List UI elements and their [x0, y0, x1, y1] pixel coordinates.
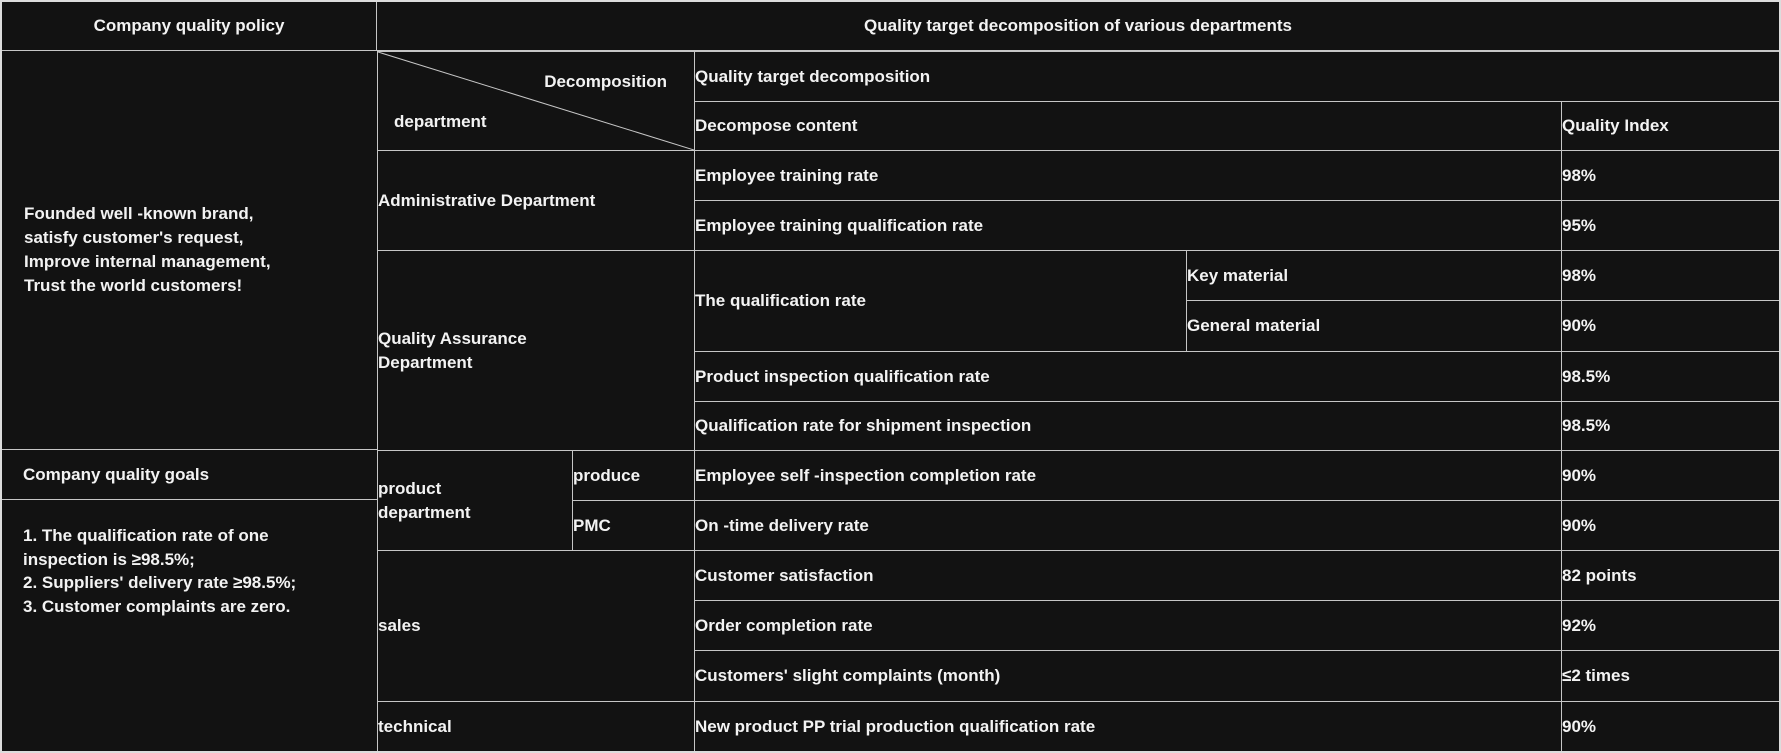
departments-decomposition-header: Quality target decomposition of various …: [377, 2, 1779, 51]
decomposition-matrix: Decomposition department Quality target …: [377, 51, 1779, 751]
content-cell: Customer satisfaction: [694, 550, 1562, 601]
content-cell: Order completion rate: [694, 600, 1562, 651]
subdept-cell-produce: produce: [572, 450, 695, 501]
table-row: Decompose content Quality Index: [378, 101, 1779, 151]
index-cell: ≤2 times: [1561, 650, 1779, 702]
content-cell: Employee training qualification rate: [694, 200, 1562, 251]
content-cell: The qualification rate: [694, 250, 1187, 352]
index-cell: 90%: [1561, 701, 1779, 751]
corner-department-label: department: [394, 112, 487, 131]
content-cell: Customers' slight complaints (month): [694, 650, 1562, 702]
table-row: Order completion rate 92%: [378, 600, 1779, 651]
index-cell: 90%: [1561, 300, 1779, 352]
sub-content-cell: General material: [1186, 300, 1562, 352]
table-row: product department produce Employee self…: [377, 450, 1779, 551]
index-cell: 98.5%: [1561, 351, 1779, 402]
table-row: sales Customer satisfaction 82 points: [377, 550, 1779, 702]
corner-decomposition-label: Decomposition: [544, 72, 667, 91]
table-row: Customers' slight complaints (month) ≤2 …: [378, 650, 1779, 702]
index-cell: 98%: [1561, 150, 1779, 201]
content-cell: On -time delivery rate: [694, 500, 1562, 551]
table-row: Product inspection qualification rate 98…: [378, 351, 1779, 402]
table-body: Founded well -known brand, satisfy custo…: [2, 51, 1779, 751]
company-quality-policy-header: Company quality policy: [2, 2, 377, 51]
corner-cell: Decomposition department: [377, 51, 695, 151]
table-row: Qualification rate for shipment inspecti…: [378, 401, 1779, 451]
subdept-cell-pmc: PMC: [572, 500, 695, 551]
company-quality-goals-title: Company quality goals: [2, 450, 377, 500]
content-cell: Employee training rate: [694, 150, 1562, 201]
quality-target-decomposition-header: Quality target decomposition: [694, 51, 1779, 102]
dept-cell-technical: technical: [377, 701, 695, 751]
content-cell: Product inspection qualification rate: [694, 351, 1562, 402]
index-cell: 98%: [1561, 250, 1779, 301]
left-policy-column: Founded well -known brand, satisfy custo…: [2, 51, 377, 751]
content-cell: Employee self -inspection completion rat…: [694, 450, 1562, 501]
table-row: Quality Assurance Department The qualifi…: [377, 250, 1779, 451]
decompose-content-header: Decompose content: [694, 101, 1562, 151]
table-row: Employee training qualification rate 95%: [378, 200, 1779, 251]
quality-index-header: Quality Index: [1561, 101, 1779, 151]
dept-cell-administrative: Administrative Department: [377, 150, 695, 251]
table-row: General material 90%: [378, 300, 1779, 352]
index-cell: 90%: [1561, 450, 1779, 501]
company-quality-policy-text: Founded well -known brand, satisfy custo…: [2, 51, 377, 450]
index-cell: 92%: [1561, 600, 1779, 651]
index-cell: 98.5%: [1561, 401, 1779, 451]
table-row: Decomposition department Quality target …: [377, 51, 1779, 151]
sub-content-cell: Key material: [1186, 250, 1562, 301]
dept-cell-product: product department: [377, 450, 573, 551]
content-cell: New product PP trial production qualific…: [694, 701, 1562, 751]
table-row: technical New product PP trial productio…: [377, 701, 1779, 751]
index-cell: 82 points: [1561, 550, 1779, 601]
company-quality-goals-text: 1. The qualification rate of one inspect…: [23, 526, 297, 616]
content-cell: Qualification rate for shipment inspecti…: [694, 401, 1562, 451]
dept-cell-quality-assurance: Quality Assurance Department: [377, 250, 695, 451]
top-header-row: Company quality policy Quality target de…: [2, 2, 1779, 51]
dept-cell-sales: sales: [377, 550, 695, 702]
table-row: Administrative Department Employee train…: [377, 150, 1779, 251]
index-cell: 95%: [1561, 200, 1779, 251]
table-row: PMC On -time delivery rate 90%: [378, 500, 1779, 551]
diagonal-line: [378, 52, 694, 150]
index-cell: 90%: [1561, 500, 1779, 551]
